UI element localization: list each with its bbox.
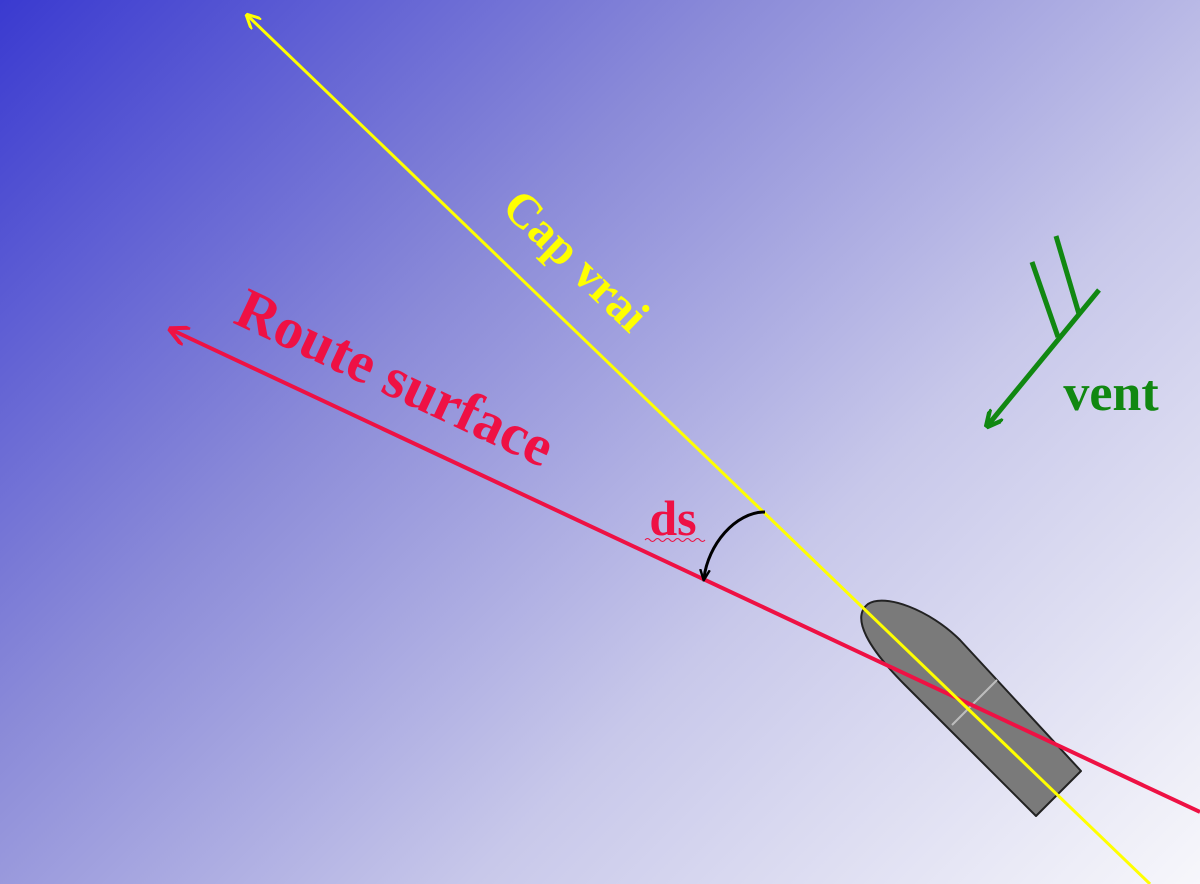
derive-angle-arc xyxy=(704,510,766,578)
wind-label: vent xyxy=(1063,365,1159,422)
boat-midline xyxy=(951,679,998,726)
cap-vrai-label: Cap vrai xyxy=(493,179,659,342)
derive-label: ds xyxy=(649,490,696,546)
wind-barb-icon xyxy=(988,235,1101,425)
boat-hull-icon xyxy=(860,599,1082,817)
route-surface-line xyxy=(172,330,1200,814)
derive-label-underline xyxy=(644,538,706,542)
cap-vrai-line xyxy=(248,16,1152,884)
